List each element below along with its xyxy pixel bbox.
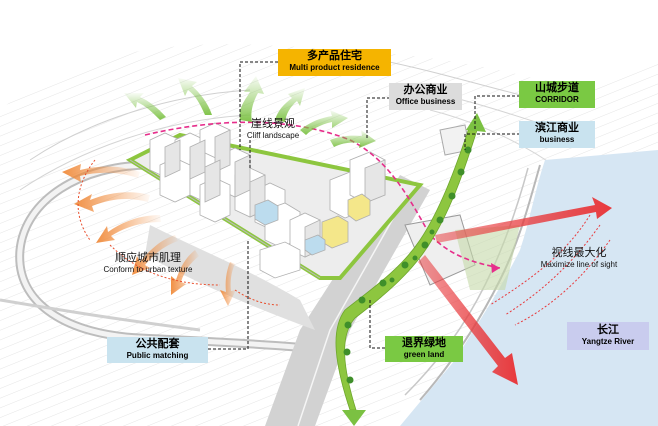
- label-conform-urban-texture: 顺应城市肌理 Conform to urban texture: [98, 252, 198, 275]
- label-office-business: 办公商业 Office business: [389, 83, 462, 110]
- label-zh: 多产品住宅: [307, 50, 362, 62]
- label-zh: 办公商业: [403, 84, 448, 96]
- label-zh: 顺应城市肌理: [115, 252, 181, 264]
- label-en: Cliff landscape: [246, 131, 300, 141]
- label-en: Office business: [395, 96, 456, 106]
- label-public-matching: 公共配套 Public matching: [107, 337, 208, 363]
- label-cliff-landscape: 崖线景观 Cliff landscape: [240, 118, 306, 141]
- label-en: Maximize line of sight: [540, 260, 618, 270]
- label-multi-product-residence: 多产品住宅 Multi product residence: [278, 49, 391, 76]
- office-building-yellow: [321, 215, 349, 249]
- label-zh: 长江: [597, 324, 619, 336]
- leader-lines: [208, 61, 520, 350]
- sight-red-arrows: [418, 197, 612, 385]
- residential-towers: [149, 122, 386, 279]
- label-en: CORRIDOR: [535, 94, 579, 104]
- label-maximize-sight: 视线最大化 Maximize line of sight: [534, 247, 624, 270]
- label-riverside-business: 滨江商业 business: [519, 121, 595, 148]
- label-zh: 崖线景观: [251, 118, 295, 130]
- label-green-land: 退界绿地 green land: [385, 336, 463, 362]
- public-pavilion-blue: [254, 199, 279, 226]
- label-en: Public matching: [126, 350, 189, 360]
- label-zh: 滨江商业: [535, 122, 579, 134]
- urban-orange-arrows: [62, 164, 236, 306]
- label-zh: 山城步道: [535, 82, 579, 94]
- dashed-sight-path: [144, 121, 501, 269]
- label-yangtze-river: 长江 Yangtze River: [567, 322, 649, 350]
- label-en: green land: [403, 349, 445, 359]
- label-en: Multi product residence: [289, 62, 380, 72]
- label-corridor: 山城步道 CORRIDOR: [519, 81, 595, 108]
- orange-dotted-arcs: [77, 159, 281, 306]
- label-zh: 公共配套: [135, 338, 180, 350]
- label-zh: 视线最大化: [551, 247, 607, 259]
- yangtze-river: [400, 150, 658, 426]
- label-en: Conform to urban texture: [103, 265, 193, 275]
- label-en: business: [539, 134, 575, 144]
- label-zh: 退界绿地: [402, 337, 446, 349]
- corridor-trees: [343, 146, 472, 384]
- cliff-green-arrows: [124, 76, 376, 148]
- label-en: Yangtze River: [581, 336, 635, 346]
- red-dotted-arcs: [489, 214, 611, 326]
